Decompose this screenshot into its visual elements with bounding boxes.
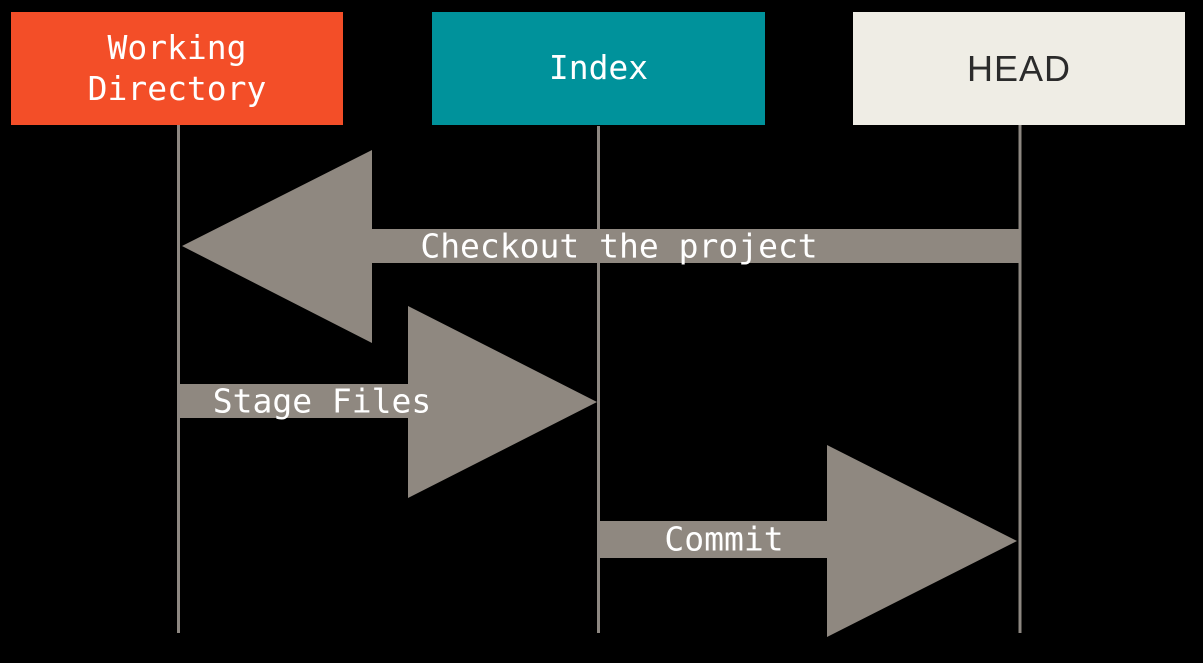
checkout-arrow	[182, 150, 1020, 343]
head-label: HEAD	[966, 47, 1072, 89]
stage-files-arrow-label: Stage Files	[212, 381, 432, 421]
index-node: Index	[432, 12, 765, 125]
index-label: Index	[548, 48, 649, 88]
head-node: HEAD	[853, 12, 1185, 125]
working-directory-label: Working Directory	[87, 28, 267, 108]
stage-files-arrow	[180, 306, 597, 498]
checkout-arrow-label: Checkout the project	[420, 226, 818, 266]
commit-arrow-label: Commit	[664, 519, 784, 559]
working-directory-node: Working Directory	[11, 12, 343, 125]
commit-arrow	[600, 445, 1017, 637]
